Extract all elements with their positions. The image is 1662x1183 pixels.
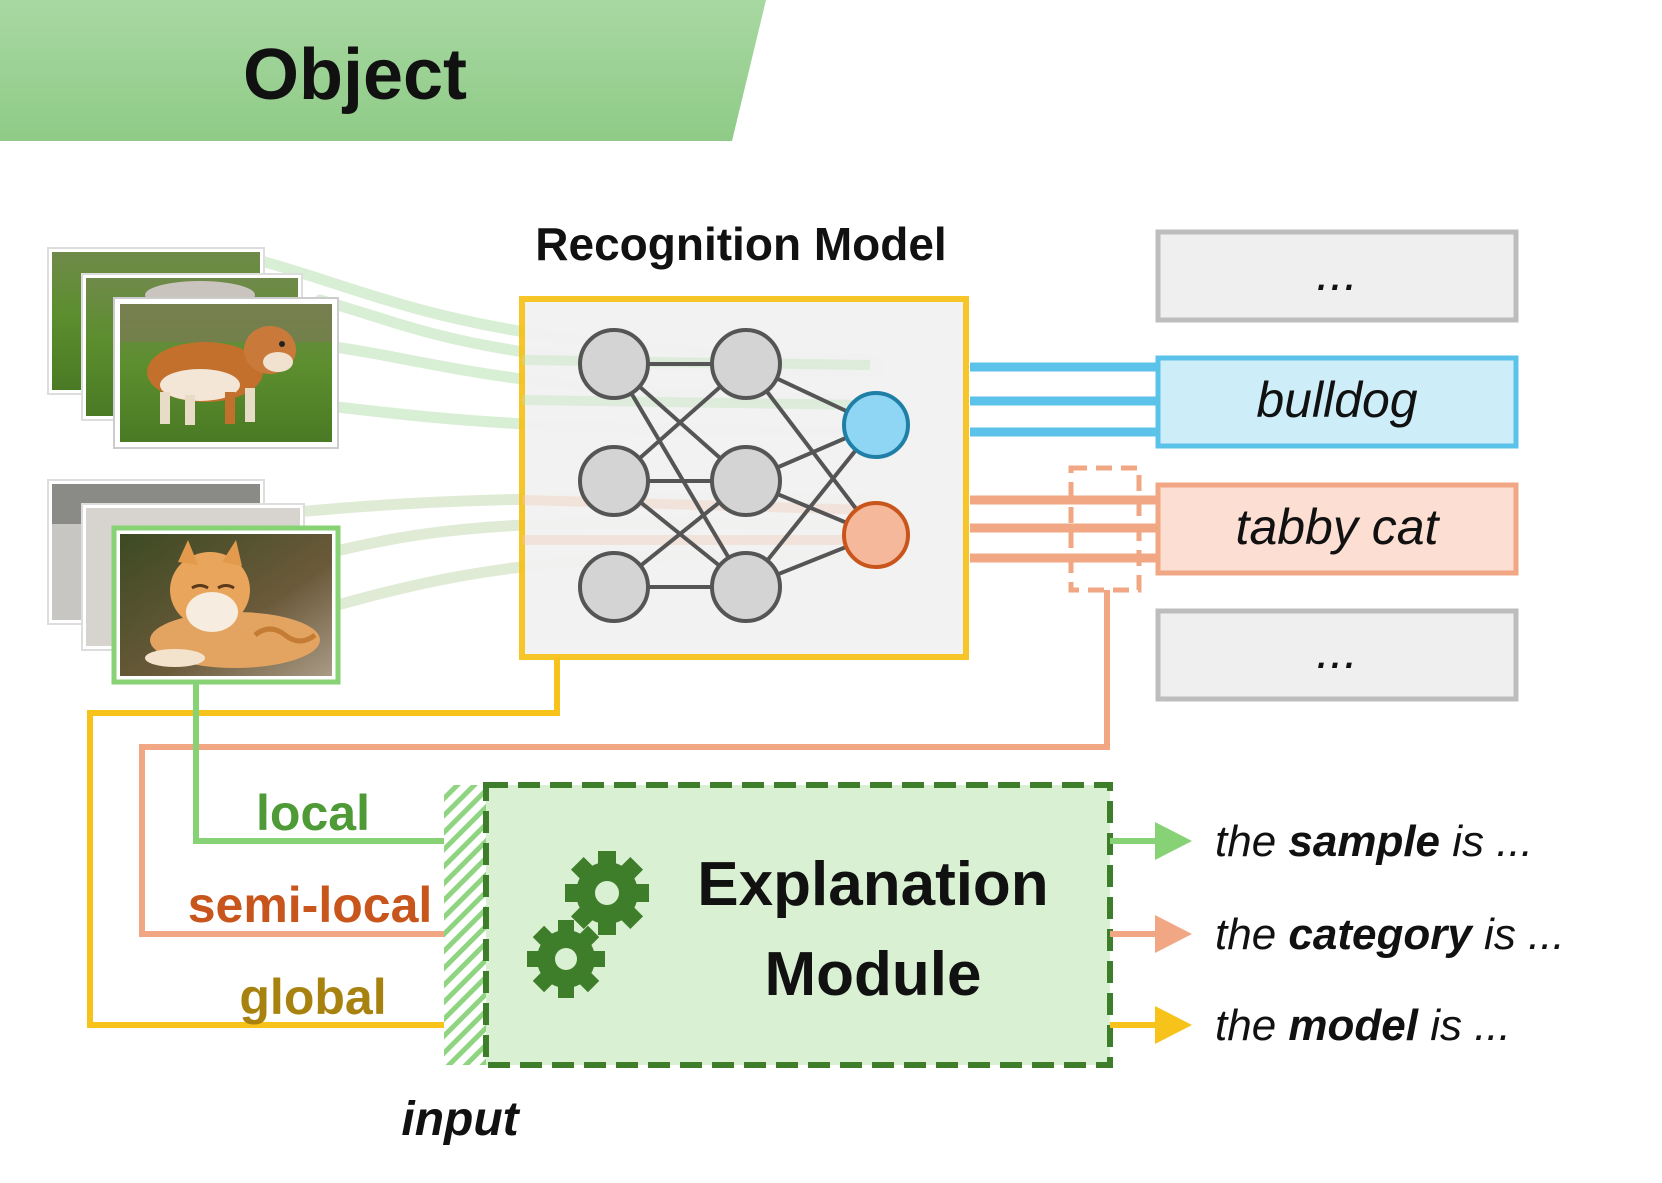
label-tabby-cat: tabby cat [1236,499,1441,555]
semi-local-connector [139,590,1110,937]
label-bulldog: bulldog [1256,372,1417,428]
scope-global: global [239,969,386,1025]
label-box-bulldog: bulldog [1155,355,1519,449]
output-arrow-model [1110,1006,1192,1044]
gear-icon [527,851,649,998]
category-selection-box [1068,465,1142,593]
output-node-bulldog [842,391,910,459]
input-hatch [444,785,486,1065]
label-bottom-ellipsis: ... [1316,623,1358,679]
banner-title: Object [243,35,467,115]
tabby-cat-image [120,534,332,676]
local-connector [193,682,486,844]
hidden-node [710,551,782,623]
label-box-tabby-cat: tabby cat [1155,482,1519,576]
scope-semi-local: semi-local [188,877,433,933]
global-connector [87,657,560,1028]
recognition-model-box [519,296,969,660]
model-title: Recognition Model [535,218,946,270]
input-label: input [401,1093,520,1146]
bulldog-image [120,304,332,442]
bulldog-connections [970,362,1160,437]
input-node [578,551,650,623]
output-text-category: the category is ... [1215,910,1565,959]
tabby-cat-connections [970,495,1160,563]
output-arrow-sample [1110,822,1192,860]
output-arrow-category [1110,915,1192,953]
output-node-tabby-cat [842,501,910,569]
explanation-module: Explanation Module [483,782,1113,1068]
input-node [578,328,650,400]
bulldog-image-stack [47,247,339,449]
label-box-bottom: ... [1155,608,1519,702]
output-text-sample: the sample is ... [1215,817,1533,866]
hidden-node [710,445,782,517]
label-top-ellipsis: ... [1316,245,1358,301]
hidden-node [710,328,782,400]
label-box-top: ... [1155,229,1519,323]
cat-image-stack [47,479,341,685]
input-node [578,445,650,517]
network-nodes [578,328,782,623]
scope-local: local [256,785,370,841]
explanation-title-line2: Module [765,940,982,1009]
explanation-title-line1: Explanation [697,850,1048,919]
title-banner: Object [0,0,766,141]
output-text-model: the model is ... [1215,1001,1511,1050]
